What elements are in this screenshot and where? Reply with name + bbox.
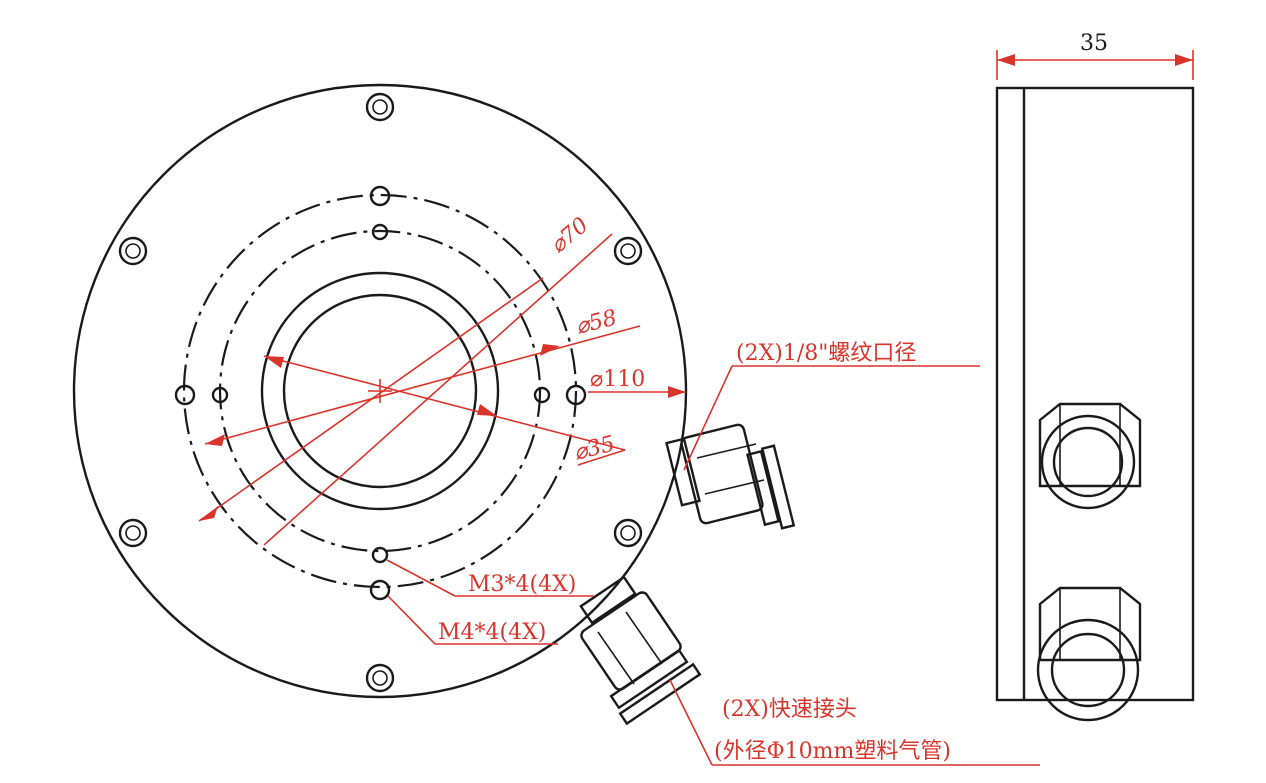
mounting-hole bbox=[365, 663, 395, 693]
pitch-circle-inner bbox=[218, 229, 542, 553]
callout-fitting-line1: (2X)快速接头 bbox=[722, 697, 857, 722]
callout-m4-holes: M4*4(4X) bbox=[438, 620, 546, 645]
side-view: 35 (2X)1/8"螺纹口径 (2X)快速接头 (外径Φ10mm塑料气管) bbox=[714, 31, 1195, 764]
outer-flange-circle bbox=[72, 83, 688, 699]
quick-fitting-bottom bbox=[579, 575, 702, 726]
front-view: ⌀70 ⌀58 ⌀110 ⌀35 M3*4(4X) M4*4(4X) bbox=[72, 83, 1040, 766]
dimension-width-35: 35 bbox=[1080, 31, 1108, 56]
m3-holes bbox=[211, 223, 551, 564]
bore-inner-circle bbox=[282, 293, 478, 489]
mounting-holes bbox=[118, 92, 643, 693]
callout-thread-port: (2X)1/8"螺纹口径 bbox=[736, 341, 916, 366]
mounting-hole bbox=[613, 518, 643, 548]
callout-m3-holes: M3*4(4X) bbox=[468, 572, 576, 597]
mounting-hole bbox=[118, 236, 148, 266]
quick-fitting-right bbox=[665, 423, 796, 530]
callout-fitting-line2: (外径Φ10mm塑料气管) bbox=[714, 739, 951, 764]
mounting-hole bbox=[118, 518, 148, 548]
m4-holes bbox=[174, 185, 587, 601]
mounting-hole bbox=[613, 236, 643, 266]
dimension-d70: ⌀70 bbox=[546, 213, 594, 259]
side-fitting-lower bbox=[1036, 586, 1142, 722]
side-fitting-upper bbox=[1038, 402, 1142, 510]
bore-outer-circle bbox=[260, 271, 500, 511]
pitch-circle-outer bbox=[182, 193, 578, 589]
mounting-hole bbox=[365, 92, 395, 122]
dimension-lines bbox=[198, 233, 1040, 766]
dimension-d35: ⌀35 bbox=[571, 432, 617, 466]
side-body bbox=[995, 86, 1195, 702]
dimension-d58: ⌀58 bbox=[573, 306, 619, 340]
dimension-d110: ⌀110 bbox=[590, 367, 645, 392]
